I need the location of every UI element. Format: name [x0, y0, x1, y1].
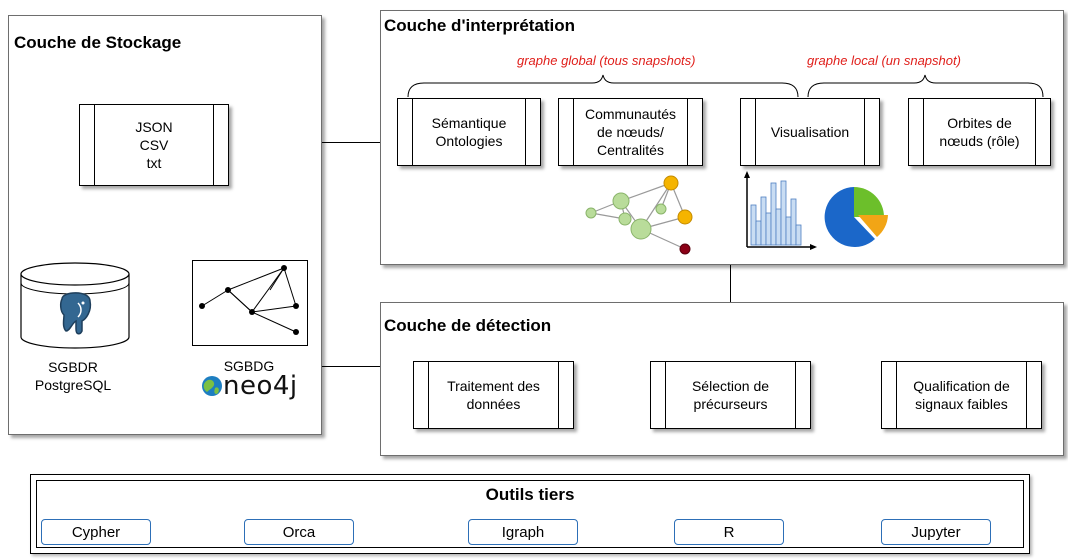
rdbms-caption: SGBDR PostgreSQL	[34, 359, 112, 394]
detection-layer-title: Couche de détection	[384, 316, 552, 335]
jupyter-tool: Jupyter	[881, 519, 991, 545]
data-processing-box: Traitement des données	[413, 361, 574, 429]
interpretation-layer: Couche d'interprétation graphe global (t…	[380, 10, 1064, 265]
histogram-icon	[744, 171, 817, 250]
interpretation-layer-title: Couche d'interprétation	[384, 16, 576, 35]
tools-panel-inner: Outils tiers Cypher Orca Igraph R Jupyte…	[36, 480, 1024, 548]
local-graph-label: graphe local (un snapshot)	[807, 53, 961, 68]
r-tool: R	[674, 519, 784, 545]
tools-panel: Outils tiers Cypher Orca Igraph R Jupyte…	[30, 474, 1030, 554]
semantics-box: Sémantique Ontologies	[397, 98, 541, 166]
database-cylinder-icon	[20, 262, 130, 349]
neo4j-logo-text: neo4j	[223, 371, 298, 401]
tools-title: Outils tiers	[485, 485, 575, 504]
neo4j-logo-icon	[202, 376, 222, 396]
postgresql-elephant-icon	[59, 292, 92, 335]
storage-to-interpretation-connector	[322, 142, 380, 143]
global-graph-brace	[407, 74, 799, 98]
storage-layer: Couche de Stockage JSON CSV txt SGBDR Po…	[8, 15, 322, 435]
interpretation-to-detection-connector	[730, 265, 731, 302]
colored-graph-icon	[585, 175, 693, 255]
orbits-box: Orbites de nœuds (rôle)	[908, 98, 1051, 166]
graphdb-caption: SGBDG	[223, 358, 275, 374]
visualisation-box: Visualisation	[740, 98, 880, 166]
orca-tool: Orca	[244, 519, 354, 545]
cypher-tool: Cypher	[41, 519, 151, 545]
local-graph-brace	[807, 74, 1044, 98]
precursor-selection-box: Sélection de précurseurs	[650, 361, 811, 429]
detection-layer: Couche de détection Traitement des donné…	[380, 302, 1064, 456]
igraph-tool: Igraph	[468, 519, 578, 545]
storage-to-detection-connector	[322, 366, 380, 367]
pie-chart-icon	[824, 187, 888, 247]
graph-network-icon	[192, 260, 308, 346]
file-formats-box: JSON CSV txt	[79, 104, 229, 186]
weak-signals-box: Qualification de signaux faibles	[881, 361, 1042, 429]
global-graph-label: graphe global (tous snapshots)	[517, 53, 696, 68]
storage-layer-title: Couche de Stockage	[14, 33, 182, 52]
communities-box: Communautés de nœuds/ Centralités	[558, 98, 703, 166]
